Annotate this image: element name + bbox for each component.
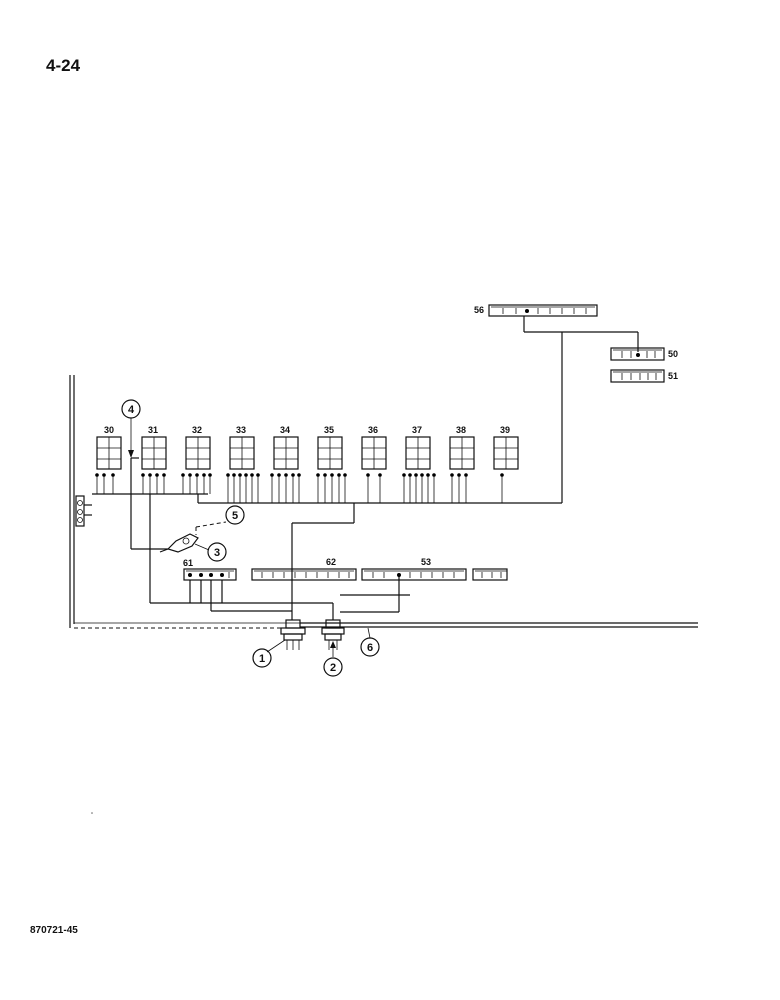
relay-label: 36 [368, 425, 378, 435]
connector-label: 53 [421, 557, 431, 567]
relay-label: 38 [456, 425, 466, 435]
relay-module: 32 [181, 425, 212, 494]
relay-module: 33 [226, 425, 260, 503]
callout-6: 6 [360, 627, 380, 657]
connector-strip-partial [472, 568, 508, 581]
callouts: 1 2 3 4 5 6 [121, 399, 380, 677]
bulkhead-plug [280, 619, 306, 650]
callout-5: 5 [225, 505, 245, 525]
figure-code: 870721-45 [30, 925, 78, 936]
connector-strip: 61 [183, 558, 237, 581]
callout-label: 1 [259, 653, 265, 665]
connector-strip: 56 [474, 304, 598, 317]
sensor-switch [159, 521, 227, 553]
bulkhead-plug [321, 619, 345, 650]
relay-label: 39 [500, 425, 510, 435]
relay-module: 38 [449, 425, 475, 503]
connector-strip: 51 [610, 369, 678, 383]
connector-label: 61 [183, 558, 193, 568]
callout-label: 6 [367, 642, 373, 654]
connector-strips: 56 50 51 61 62 [183, 304, 678, 581]
relay-label: 33 [236, 425, 246, 435]
relay-label: 32 [192, 425, 202, 435]
relay-module: 30 [95, 425, 122, 494]
connector-label: 51 [668, 371, 678, 381]
relay-module: 31 [141, 425, 167, 494]
relay-module: 35 [316, 425, 347, 503]
relay-label: 35 [324, 425, 334, 435]
relay-module: 37 [402, 425, 436, 503]
relay-module: 34 [270, 425, 301, 503]
connector-strip: 53 [361, 557, 467, 581]
callout-label: 4 [128, 404, 135, 416]
callout-label: 3 [214, 547, 220, 559]
page-number: 4-24 [46, 56, 81, 75]
relay-label: 30 [104, 425, 114, 435]
connector-label: 62 [326, 557, 336, 567]
relay-label: 37 [412, 425, 422, 435]
panel-outline [69, 375, 698, 629]
relay-module: 39 [493, 425, 519, 503]
connector-strip: 62 [251, 557, 357, 581]
callout-3: 3 [194, 542, 227, 562]
stray-mark [91, 812, 93, 814]
connector-strip: 50 [610, 347, 678, 361]
relay-label: 34 [280, 425, 290, 435]
wall-mount-connector [75, 495, 92, 527]
connector-label: 50 [668, 349, 678, 359]
callout-4: 4 [121, 399, 141, 458]
relay-module: 36 [361, 425, 387, 503]
callout-label: 2 [330, 662, 336, 674]
harness-wires [92, 316, 639, 620]
callout-2: 2 [323, 641, 343, 677]
connector-label: 56 [474, 305, 484, 315]
callout-1: 1 [252, 639, 286, 668]
callout-label: 5 [232, 510, 238, 522]
relay-label: 31 [148, 425, 158, 435]
relay-modules: 30 31 32 33 34 [95, 425, 519, 503]
